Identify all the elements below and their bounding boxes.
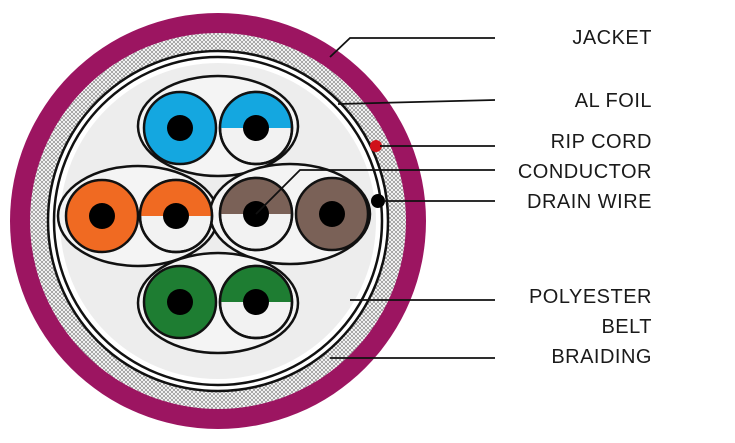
blue-white-conductor [218,90,294,166]
leader-conductor [255,169,495,215]
drain-wire-dot [371,194,385,208]
orange-white-conductor [138,178,214,254]
label-al-foil: AL FOIL [575,90,652,112]
brown-core [319,201,345,227]
label-belt: BELT [601,316,652,338]
label-braiding: BRAIDING [551,346,652,368]
blue-core [167,115,193,141]
orange-core [89,203,115,229]
rip-cord-dot [370,140,382,152]
label-rip-cord: RIP CORD [551,131,652,153]
leader-jacket [329,37,495,58]
label-polyester: POLYESTER [529,286,652,308]
label-conductor: CONDUCTOR [518,161,652,183]
label-drain-wire: DRAIN WIRE [527,191,652,213]
green-core [167,289,193,315]
label-jacket: JACKET [572,27,652,49]
leader-al-foil [337,99,496,105]
green-white-conductor [218,264,294,340]
